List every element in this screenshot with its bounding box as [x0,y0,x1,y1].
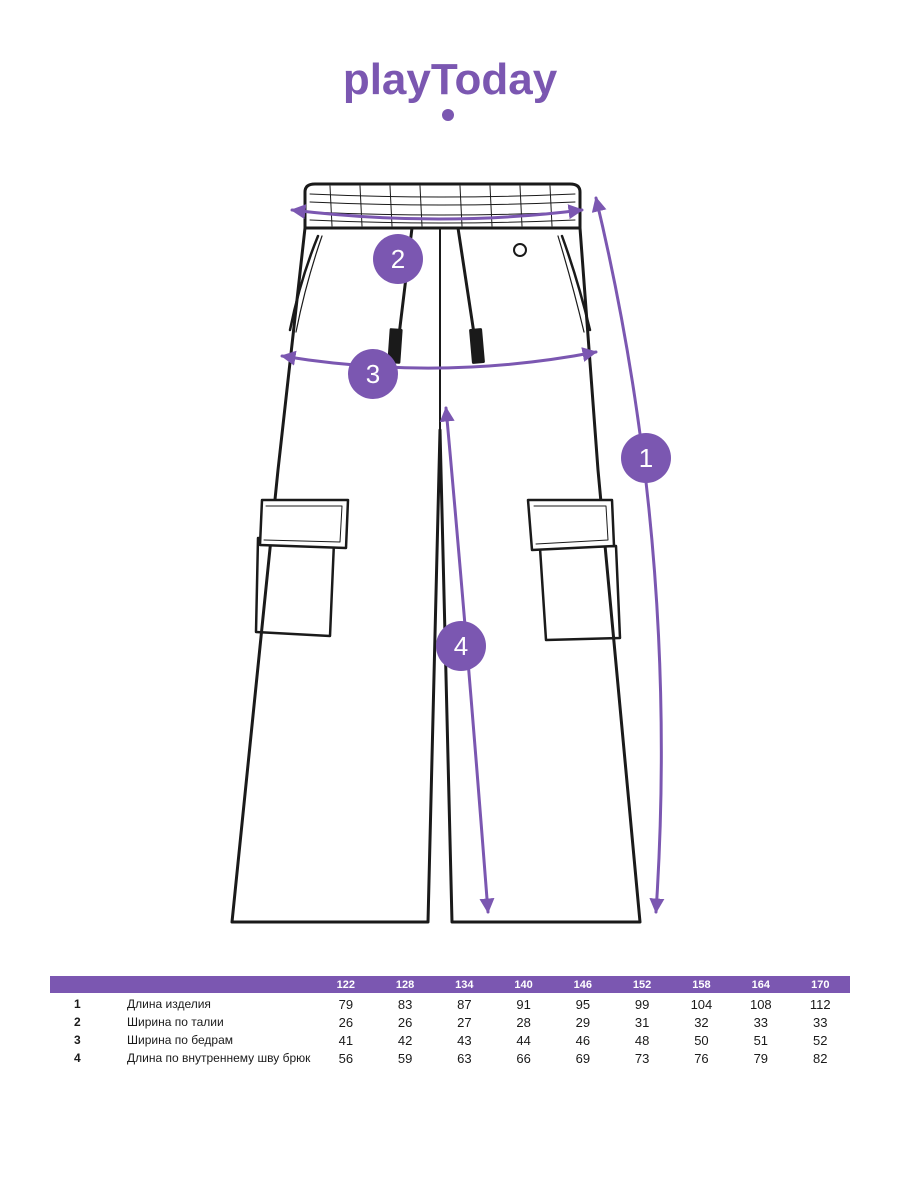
size-header: 164 [751,978,770,991]
cell-value: 33 [813,1015,828,1030]
size-header: 170 [811,978,830,991]
cell-value: 33 [753,1015,769,1030]
size-header: 140 [514,978,533,991]
brand-name: playToday [343,55,558,104]
cell-value: 46 [575,1033,591,1048]
cell-value: 41 [338,1033,354,1048]
cell-value: 29 [575,1015,591,1030]
cell-value: 43 [457,1033,472,1048]
cell-value: 52 [813,1033,828,1048]
cell-value: 31 [634,1015,650,1030]
row-label: Длина изделия [127,997,211,1011]
cell-value: 91 [516,997,531,1012]
cell-value: 59 [397,1051,413,1066]
arrow-hips [280,347,598,370]
cell-value: 28 [516,1015,531,1030]
row-label: Ширина по бедрам [127,1033,233,1047]
cell-value: 76 [694,1051,709,1066]
marker-4-label: 4 [454,631,468,661]
size-header: 134 [455,978,474,991]
size-header: 152 [632,978,652,991]
brand-logo-mark: playToday [343,55,558,121]
arrow-length [591,196,665,914]
cell-value: 83 [397,997,413,1012]
cell-value: 42 [397,1033,413,1048]
row-number: 1 [74,997,81,1011]
table-row: 2 Ширина по талии 26 26 27 28 29 31 32 3… [50,1013,850,1031]
size-header-row: 122 128 134 140 146 152 158 164 170 [50,976,850,993]
cell-value: 82 [813,1051,828,1066]
row-number: 3 [74,1033,81,1047]
table-row: 3 Ширина по бедрам 41 42 43 44 46 48 50 … [50,1031,850,1049]
cell-value: 73 [634,1051,650,1066]
row-number: 2 [74,1015,81,1029]
marker-3: 3 [348,349,398,399]
cell-value: 108 [749,997,772,1012]
cell-value: 51 [753,1033,769,1048]
header-num [50,976,127,993]
brand-dot [442,109,454,121]
cell-value: 87 [457,997,472,1012]
cell-value: 95 [575,997,591,1012]
size-table: 122 128 134 140 146 152 158 164 170 1 Дл… [50,976,850,1067]
brand-logo: playToday [0,52,900,132]
cell-value: 27 [457,1015,472,1030]
cell-value: 50 [694,1033,709,1048]
size-header: 158 [692,978,711,991]
size-header: 146 [573,978,593,991]
cell-value: 56 [338,1051,354,1066]
table-row: 4 Длина по внутреннему шву брюк 56 59 63… [50,1049,850,1067]
cell-value: 48 [634,1033,650,1048]
pants-outline [230,182,642,924]
marker-4: 4 [436,621,486,671]
cell-value: 79 [753,1051,769,1066]
cell-value: 66 [516,1051,531,1066]
cell-value: 79 [338,997,354,1012]
marker-3-label: 3 [366,359,380,389]
cell-value: 44 [516,1033,531,1048]
marker-1: 1 [621,433,671,483]
size-header: 122 [336,978,356,991]
cell-value: 69 [575,1051,591,1066]
cell-value: 99 [634,997,650,1012]
cell-value: 63 [457,1051,472,1066]
size-header: 128 [395,978,415,991]
pants-diagram: 1 2 3 4 [230,182,671,924]
table-row: 1 Длина изделия 79 83 87 91 95 99 104 10… [50,993,850,1013]
cell-value: 26 [338,1015,354,1030]
cell-value: 32 [694,1015,709,1030]
marker-2-label: 2 [391,244,405,274]
row-number: 4 [74,1051,81,1065]
cell-value: 104 [690,997,713,1012]
arrow-waist [290,204,584,221]
header-label [127,976,316,993]
cell-value: 26 [397,1015,413,1030]
marker-1-label: 1 [639,443,653,473]
cell-value: 112 [809,997,831,1012]
row-label: Ширина по талии [127,1015,224,1029]
row-label: Длина по внутреннему шву брюк [127,1051,311,1065]
marker-2: 2 [373,234,423,284]
